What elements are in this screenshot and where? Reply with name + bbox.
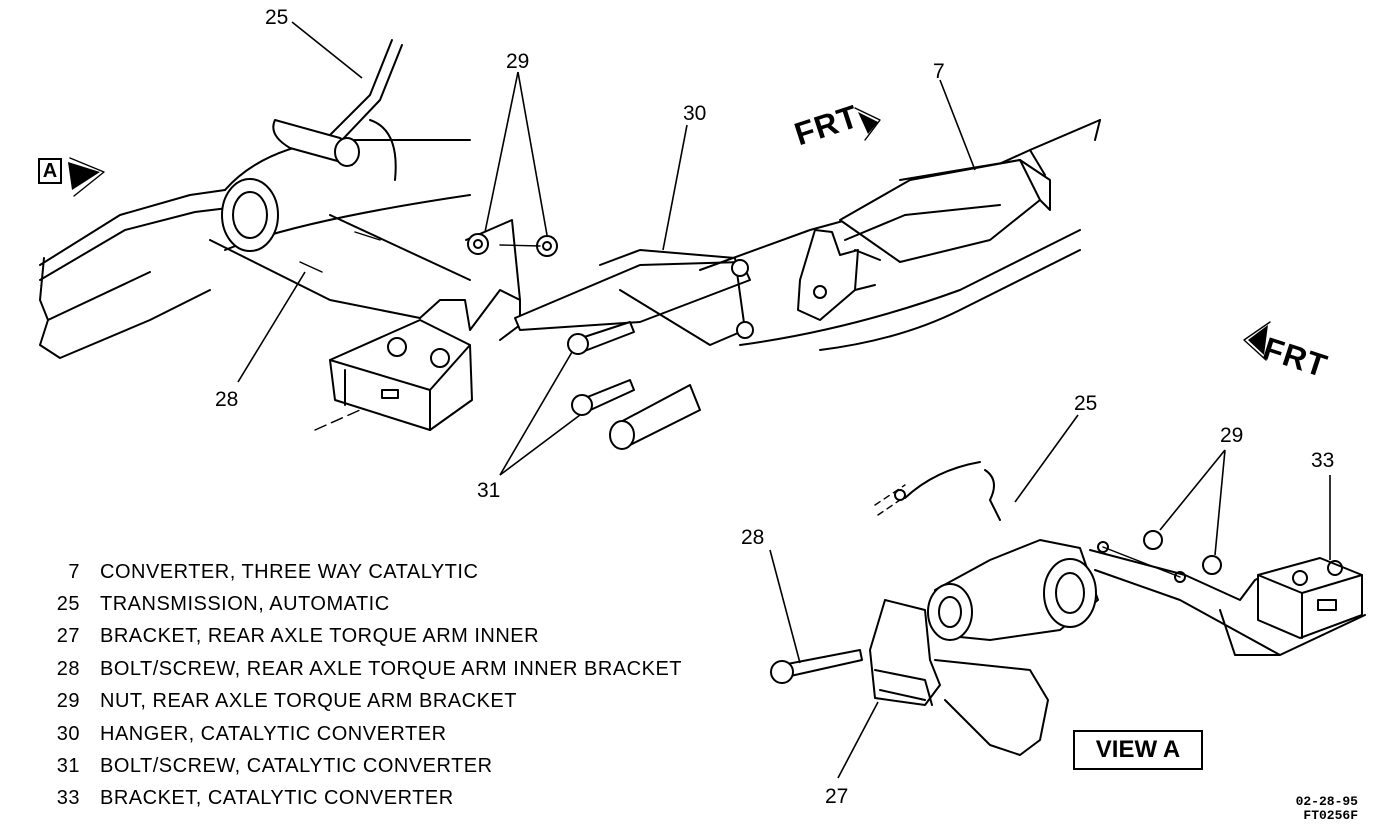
converter-hanger	[797, 229, 859, 321]
legend-item: 29 NUT, REAR AXLE TORQUE ARM BRACKET	[40, 686, 682, 718]
drawing-date: 02-28-95	[1295, 794, 1358, 809]
legend-number: 27	[56, 625, 80, 648]
view-ref-marker: A	[38, 158, 62, 184]
legend-item: 31 BOLT/SCREW, CATALYTIC CONVERTER	[40, 750, 682, 782]
legend-text: BOLT/SCREW, CATALYTIC CONVERTER	[100, 755, 493, 778]
drawing-code: FT0256F	[1303, 808, 1358, 823]
bracket-33	[1257, 557, 1363, 639]
bolt-28-view	[781, 649, 863, 678]
bracket-upper	[329, 319, 473, 431]
legend-item: 25 TRANSMISSION, AUTOMATIC	[40, 588, 682, 620]
legend-text: BOLT/SCREW, REAR AXLE TORQUE ARM INNER B…	[100, 657, 683, 680]
callout-27: 27	[825, 785, 849, 808]
legend-number: 33	[56, 787, 80, 810]
left-pipe	[39, 189, 229, 359]
frt-arrow-icon	[854, 107, 881, 141]
frt-right-arrow-icon	[1243, 321, 1271, 361]
callout-28-view: 28	[741, 526, 765, 549]
legend-item: 30 HANGER, CATALYTIC CONVERTER	[40, 718, 682, 750]
legend-number: 29	[56, 690, 80, 713]
legend-number: 31	[56, 755, 80, 778]
legend-text: HANGER, CATALYTIC CONVERTER	[100, 722, 447, 745]
view-a-label: VIEW A	[1073, 730, 1203, 770]
legend-text: BRACKET, CATALYTIC CONVERTER	[100, 787, 454, 810]
parts-legend: 7 CONVERTER, THREE WAY CATALYTIC 25 TRANSM…	[40, 556, 682, 815]
leader-lines	[237, 21, 1331, 779]
legend-text: TRANSMISSION, AUTOMATIC	[100, 593, 390, 616]
callout-25-view: 25	[1074, 392, 1098, 415]
cross-bar	[209, 214, 471, 319]
view-a-arrow-icon	[68, 157, 105, 197]
legend-item: 27 BRACKET, REAR AXLE TORQUE ARM INNER	[40, 621, 682, 653]
legend-item: 33 BRACKET, CATALYTIC CONVERTER	[40, 783, 682, 815]
callout-7: 7	[933, 60, 945, 83]
callout-25-top: 25	[265, 6, 289, 29]
shift-linkage	[329, 39, 403, 141]
legend-text: NUT, REAR AXLE TORQUE ARM BRACKET	[100, 690, 517, 713]
legend-text: BRACKET, REAR AXLE TORQUE ARM INNER	[100, 625, 540, 648]
legend-number: 25	[56, 593, 80, 616]
callout-29-view: 29	[1220, 424, 1244, 447]
legend-number: 7	[68, 560, 80, 583]
callout-30: 30	[683, 102, 707, 125]
callout-28-left: 28	[215, 388, 239, 411]
legend-number: 30	[56, 722, 80, 745]
hanger-30	[514, 261, 751, 331]
callout-33: 33	[1311, 449, 1335, 472]
transmission-mount	[221, 178, 279, 252]
torque-arm	[934, 659, 1049, 756]
legend-text: CONVERTER, THREE WAY CATALYTIC	[100, 560, 479, 583]
legend-item: 28 BOLT/SCREW, REAR AXLE TORQUE ARM INNER…	[40, 653, 682, 685]
legend-item: 7 CONVERTER, THREE WAY CATALYTIC	[40, 556, 682, 588]
legend-number: 28	[56, 657, 80, 680]
callout-31: 31	[477, 479, 501, 502]
callout-29-top: 29	[506, 50, 530, 73]
